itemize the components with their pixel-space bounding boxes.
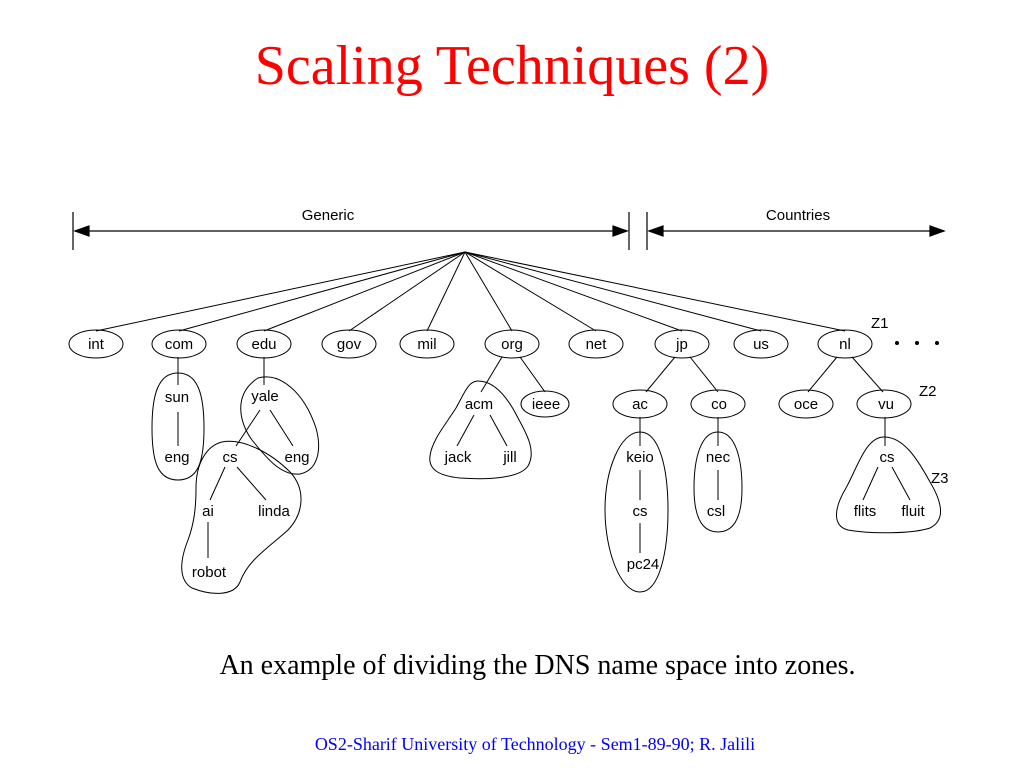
zone-outlines — [151, 372, 941, 594]
node-pc24: pc24 — [627, 556, 660, 573]
node-vu: vu — [878, 396, 894, 413]
zone-keio — [604, 431, 669, 593]
node-flits: flits — [854, 503, 877, 520]
slide-title: Scaling Techniques (2) — [254, 35, 770, 97]
generic-label: Generic — [302, 207, 355, 224]
node-net: net — [586, 336, 608, 353]
node-jill: jill — [502, 449, 516, 466]
slide-footer: OS2-Sharif University of Technology - Se… — [314, 734, 756, 754]
node-us: us — [753, 336, 769, 353]
node-jack: jack — [444, 449, 472, 466]
node-cs-keio: cs — [633, 503, 648, 520]
node-co: co — [711, 396, 727, 413]
zone-cs-vu — [836, 436, 941, 534]
zone-acm — [429, 380, 532, 480]
countries-label: Countries — [766, 207, 830, 224]
zone-yale — [240, 376, 320, 475]
node-jp: jp — [675, 336, 688, 353]
zone-nec — [693, 431, 743, 533]
node-ieee: ieee — [532, 396, 560, 413]
node-eng-yale: eng — [284, 449, 309, 466]
node-csl: csl — [707, 503, 725, 520]
generic-span-arrow — [72, 212, 630, 250]
node-labels: int com edu gov mil org net jp us nl sun… — [88, 336, 925, 581]
node-cs-vu: cs — [880, 449, 895, 466]
node-sun: sun — [165, 389, 189, 406]
node-keio: keio — [626, 449, 654, 466]
node-ac: ac — [632, 396, 648, 413]
node-nl: nl — [839, 336, 851, 353]
node-mil: mil — [417, 336, 436, 353]
top-level-domain-ellipses — [68, 329, 912, 419]
zone-cs-yale — [181, 440, 302, 594]
node-eng-com: eng — [164, 449, 189, 466]
node-oce: oce — [794, 396, 818, 413]
node-fluit: fluit — [901, 503, 925, 520]
node-com: com — [165, 336, 193, 353]
node-int: int — [88, 336, 105, 353]
node-cs-yale: cs — [223, 449, 238, 466]
node-yale: yale — [251, 388, 279, 405]
node-acm: acm — [465, 396, 493, 413]
node-linda: linda — [258, 503, 290, 520]
node-org: org — [501, 336, 523, 353]
node-ai: ai — [202, 503, 214, 520]
figure-caption: An example of dividing the DNS name spac… — [219, 650, 856, 681]
zone-label-z1: Z1 — [871, 315, 889, 332]
zone-sun — [151, 372, 205, 481]
zone-label-z3: Z3 — [931, 470, 949, 487]
node-edu: edu — [251, 336, 276, 353]
root-edges — [95, 251, 846, 332]
zone-label-z2: Z2 — [919, 383, 937, 400]
node-gov: gov — [337, 336, 362, 353]
countries-span-arrow — [646, 212, 946, 250]
dns-zone-diagram: Generic Countries — [68, 207, 949, 594]
node-nec: nec — [706, 449, 731, 466]
more-domains-dots — [895, 341, 939, 345]
node-robot: robot — [192, 564, 227, 581]
